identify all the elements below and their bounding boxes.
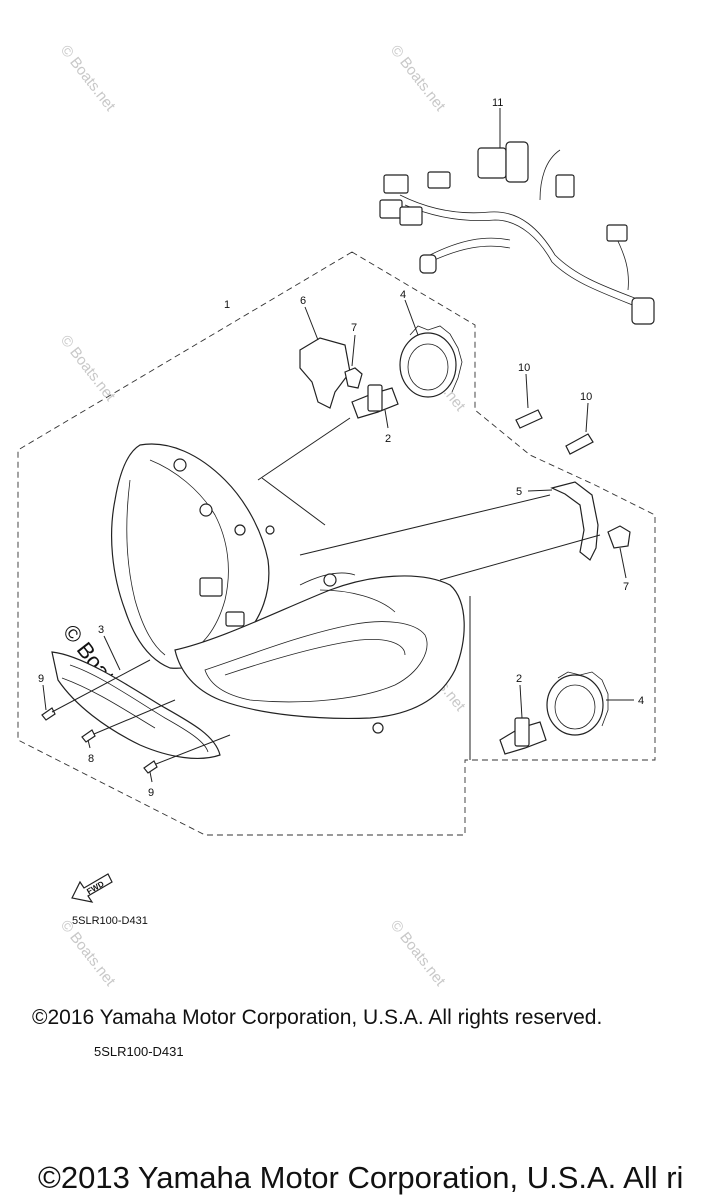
copyright-2013: ©2013 Yamaha Motor Corporation, U.S.A. A…	[38, 1160, 684, 1195]
callout-7: 7	[623, 581, 629, 593]
callout-7: 7	[351, 322, 357, 334]
leader-line	[299, 494, 551, 556]
screw-10b	[565, 402, 594, 455]
callout-2: 2	[516, 673, 522, 685]
callout-6: 6	[300, 295, 306, 307]
bulb-socket-upper	[344, 367, 363, 389]
assembly-outline	[17, 251, 656, 836]
fwd-arrow-icon: FWD	[71, 873, 113, 903]
watermark: © Boats.net	[57, 42, 119, 115]
duct-grille	[51, 635, 221, 759]
screw-9-left	[41, 684, 56, 721]
callout-4: 4	[400, 289, 406, 301]
leader-line	[257, 417, 351, 481]
cover-lower	[546, 671, 634, 736]
watermark: © Boats.net	[387, 42, 449, 115]
callout-10: 10	[518, 362, 530, 374]
copyright-2016: ©2016 Yamaha Motor Corporation, U.S.A. A…	[32, 1006, 603, 1029]
watermark: © Boats.net	[387, 917, 449, 990]
callout-3: 3	[98, 624, 104, 636]
callout-5: 5	[516, 486, 522, 498]
callout-11: 11	[492, 97, 503, 109]
cover-upper	[399, 299, 463, 398]
leader-line	[93, 699, 176, 735]
bulb-socket-right	[607, 525, 631, 549]
screw-9-bottom	[143, 760, 158, 783]
watermark: © Boats.net	[57, 332, 119, 405]
bracket-5	[550, 481, 599, 561]
leader-line	[261, 477, 326, 526]
callouts: 11 1 6 7 4 10 10 2 5 7 3 9 2 4 8 9	[38, 97, 644, 799]
bracket-6	[299, 337, 351, 409]
callout-2: 2	[385, 433, 391, 445]
screw-8	[81, 729, 96, 749]
callout-4: 4	[638, 695, 644, 707]
screw-10a	[515, 373, 543, 429]
diagram-code: 5SLR100-D431	[72, 915, 148, 927]
callout-10: 10	[580, 391, 592, 403]
bulb-upper	[351, 384, 399, 429]
leader-line	[51, 659, 151, 713]
callout-9: 9	[148, 787, 154, 799]
watermark: © Boats.net	[57, 917, 119, 990]
leader-line	[155, 734, 231, 765]
wiring-harness	[379, 108, 655, 325]
callout-8: 8	[88, 753, 94, 765]
footer-diagram-code: 5SLR100-D431	[94, 1044, 184, 1059]
leader-line	[439, 534, 601, 581]
headlight-housing	[111, 443, 465, 734]
bulb-lower	[499, 684, 547, 755]
callout-1: 1	[224, 299, 230, 311]
callout-9: 9	[38, 673, 44, 685]
